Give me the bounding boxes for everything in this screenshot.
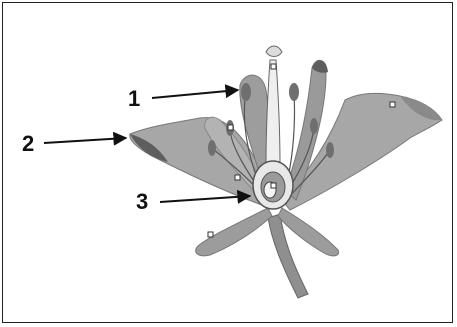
stigma — [266, 46, 282, 57]
arrow-1 — [152, 90, 238, 98]
arrow-3 — [160, 196, 250, 202]
petal-lower-left — [196, 208, 272, 256]
arrow-2 — [44, 138, 126, 143]
style — [266, 60, 280, 165]
label-2: 2 — [22, 133, 34, 155]
label-1: 1 — [128, 88, 140, 110]
label-3: 3 — [136, 191, 148, 213]
